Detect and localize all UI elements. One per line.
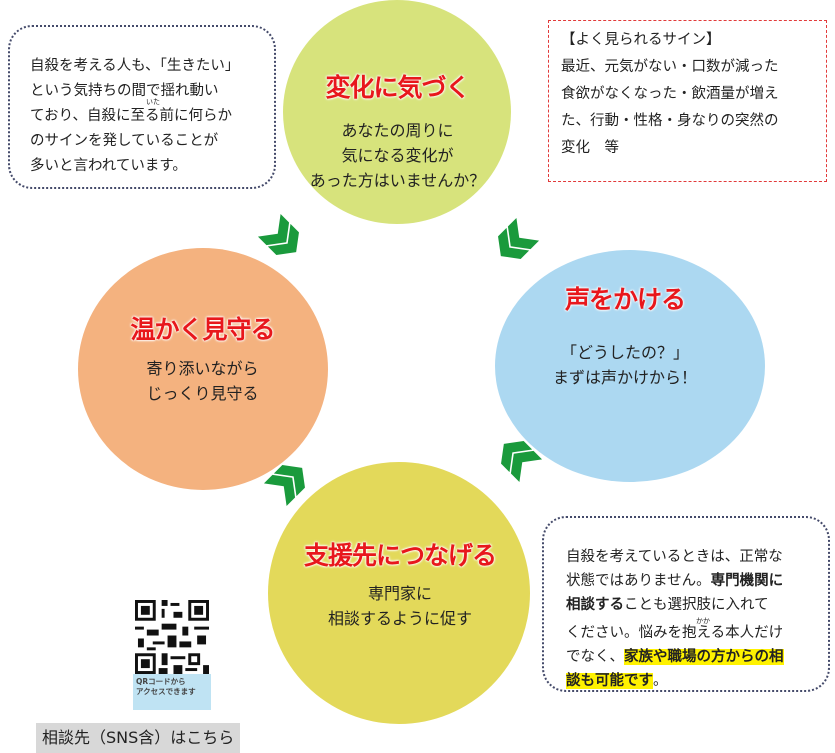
circle-talk [495, 250, 765, 482]
step-title-notice: 変化に気づく [325, 73, 470, 102]
qr-caption: QRコードから アクセスできます [136, 677, 196, 696]
circle-connect [268, 462, 530, 724]
step-title-connect: 支援先につなげる [303, 541, 497, 570]
ruby-kaka: かか [696, 617, 710, 625]
step-text-notice: あなたの周りに 気になる変化が あった方はいませんか？ [309, 121, 486, 190]
step-text-talk: 「どうしたの？」 まずは声かけから！ [552, 343, 697, 387]
signs-box: 【よく見られるサイン】 最近、元気がない・口数が減った 食欲がなくなった・飲酒量… [548, 20, 827, 182]
qr-code-icon [133, 600, 211, 674]
arrow-icon-watch-to-notice [257, 213, 299, 255]
intro-note-box: 自殺を考える人も、「生きたい」 という気持ちの間で揺れ動い ており、自殺に至る前… [8, 25, 276, 189]
arrow-icon-talk-to-connect [501, 441, 543, 483]
circle-watch [78, 248, 328, 490]
circle-notice [283, 0, 511, 224]
advice-box: 自殺を考えているときは、正常な 状態ではありません。専門機関に 相談することも選… [542, 516, 830, 692]
arrow-icon-notice-to-talk [498, 217, 540, 259]
step-text-connect: 専門家に 相談するように促す [327, 584, 472, 628]
step-text-watch: 寄り添いながら じっくり見守る [146, 359, 259, 403]
ruby-ita: いた [146, 98, 160, 106]
step-title-watch: 温かく見守る [130, 315, 275, 344]
consultation-label: 相談先（SNS含）はこちら [36, 723, 241, 753]
qr-code-link[interactable]: QRコードから アクセスできます [133, 600, 211, 710]
step-title-talk: 声をかける [564, 285, 686, 314]
arrow-icon-connect-to-watch [263, 465, 305, 507]
